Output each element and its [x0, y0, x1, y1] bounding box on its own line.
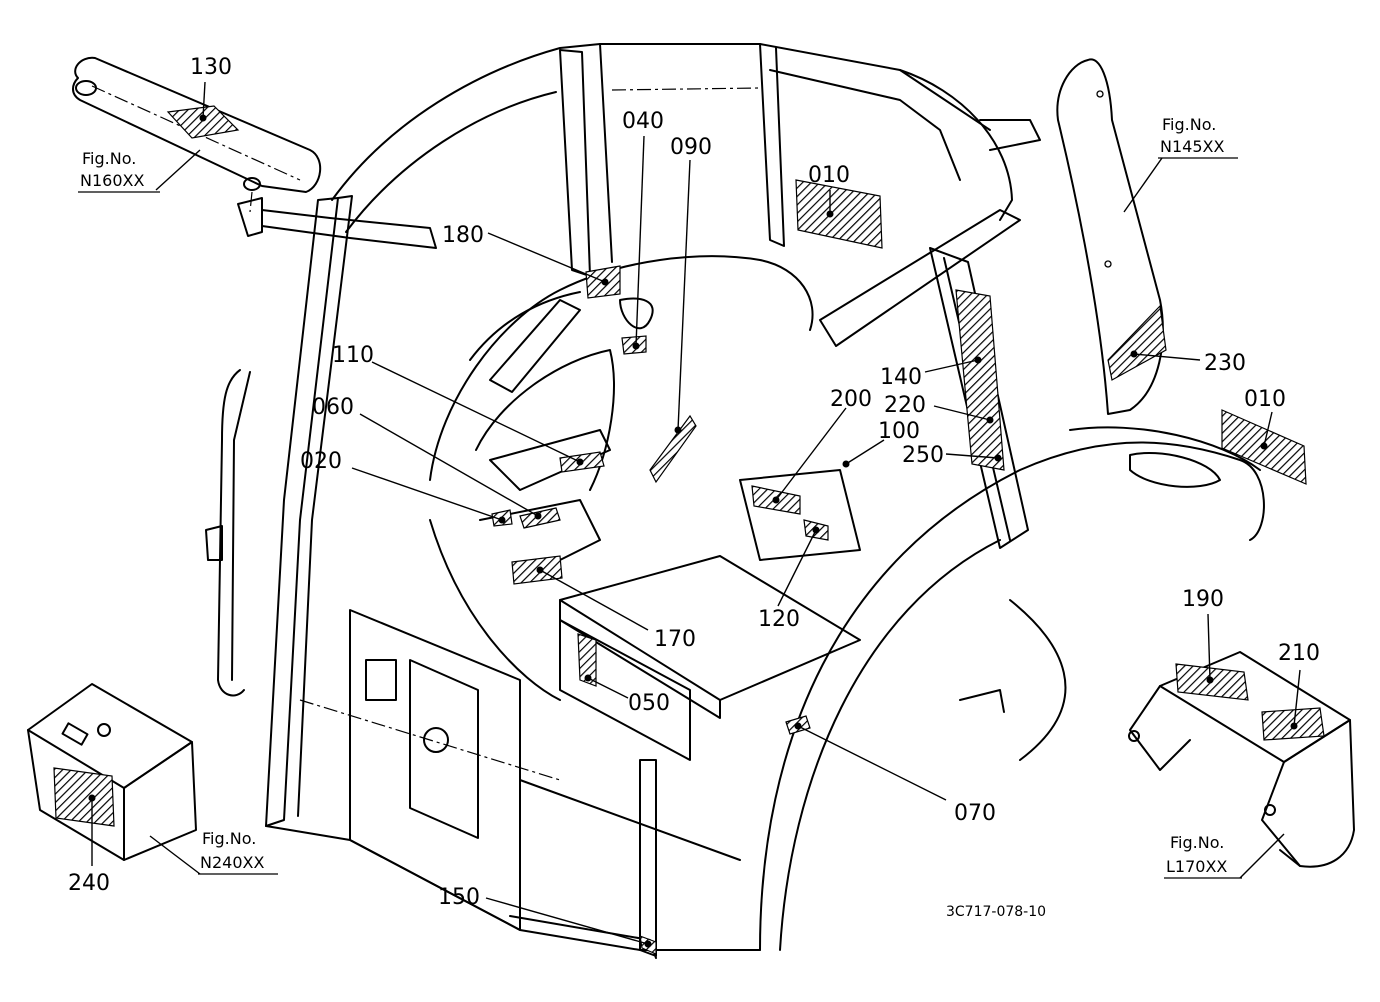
figure-references: Fig.No. N160XX Fig.No. N145XX Fig.No. N2… — [78, 115, 1242, 879]
callout-140: 140 — [880, 365, 922, 390]
decals — [53, 105, 1325, 955]
fig-ref-n160-code: N160XX — [80, 171, 144, 190]
callout-210: 210 — [1278, 641, 1320, 666]
decal-240 — [53, 767, 115, 827]
callout-050: 050 — [628, 691, 670, 716]
battery-box — [27, 683, 197, 861]
decal-230 — [1107, 304, 1167, 381]
fig-ref-n240-label: Fig.No. — [202, 829, 256, 848]
fig-ref-n160-label: Fig.No. — [82, 149, 136, 168]
callout-200: 200 — [830, 387, 872, 412]
callout-220: 220 — [884, 393, 926, 418]
fig-ref-n145-label: Fig.No. — [1162, 115, 1216, 134]
callout-040: 040 — [622, 109, 664, 134]
leader-lines — [88, 81, 1301, 948]
cabin-frame — [205, 43, 1265, 959]
fig-ref-l170-label: Fig.No. — [1170, 833, 1224, 852]
callout-090: 090 — [670, 135, 712, 160]
fig-ref-n240-code: N240XX — [200, 853, 264, 872]
callout-010-upper: 010 — [808, 163, 850, 188]
decal-130 — [166, 105, 240, 139]
decal-010-upper — [795, 179, 883, 249]
callout-060: 060 — [312, 395, 354, 420]
callout-250: 250 — [902, 443, 944, 468]
rear-window-glass — [1056, 58, 1164, 415]
decal-090 — [649, 414, 697, 484]
callout-110: 110 — [332, 343, 374, 368]
callout-230: 230 — [1204, 351, 1246, 376]
callout-120: 120 — [758, 607, 800, 632]
callout-180: 180 — [442, 223, 484, 248]
callout-020: 020 — [300, 449, 342, 474]
callout-010-right: 010 — [1244, 387, 1286, 412]
callout-240: 240 — [68, 871, 110, 896]
sun-visor — [72, 56, 437, 249]
decal-050 — [577, 633, 597, 687]
callout-130: 130 — [190, 55, 232, 80]
callout-labels: 130 040 090 010 180 110 060 020 200 100 … — [68, 55, 1320, 910]
drawing-code: 3C717-078-10 — [946, 904, 1046, 920]
fender-panel — [1128, 651, 1355, 868]
callout-100: 100 — [878, 419, 920, 444]
fig-ref-n145-code: N145XX — [1160, 137, 1224, 156]
callout-170: 170 — [654, 627, 696, 652]
callout-070: 070 — [954, 801, 996, 826]
callout-150: 150 — [438, 885, 480, 910]
fig-ref-l170-code: L170XX — [1166, 857, 1227, 876]
callout-190: 190 — [1182, 587, 1224, 612]
decal-140 — [955, 289, 1005, 471]
